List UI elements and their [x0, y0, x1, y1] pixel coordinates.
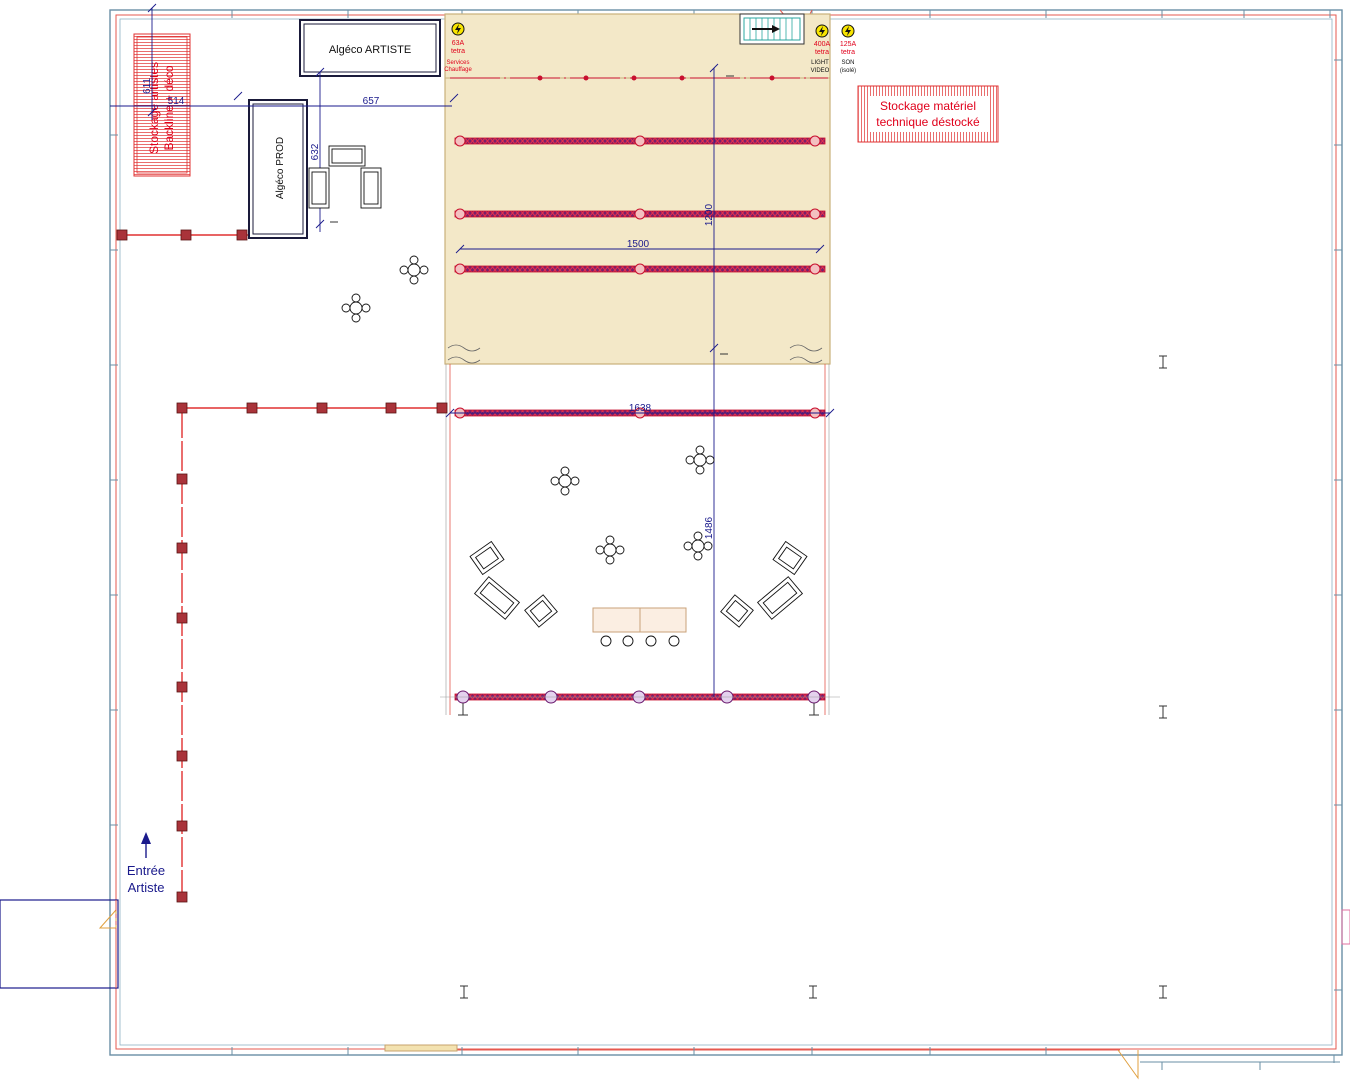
- storage-artists-line1: Stockage artistes: [147, 62, 161, 154]
- power-63a-type: tetra: [451, 48, 465, 55]
- dim-632: 632: [310, 143, 321, 160]
- stage: [444, 13, 831, 715]
- dimension-lines: [110, 3, 835, 697]
- algeco-artiste: [299, 19, 441, 77]
- truss-row-3: [454, 208, 826, 220]
- lounge-sofa-icon: [308, 145, 808, 628]
- power-125a-use1: SON: [841, 60, 854, 66]
- stairs: [739, 13, 805, 45]
- storage-artists: [133, 33, 191, 177]
- power-400a-amp: 400A: [814, 41, 831, 48]
- power-125a-amp: 125A: [840, 41, 857, 48]
- algeco-prod-label: Algéco PROD: [275, 137, 286, 199]
- truss-row-6: [440, 690, 840, 716]
- truss-row-1: [450, 75, 828, 81]
- truss-row-2: [454, 135, 826, 147]
- dim-1200: 1200: [704, 203, 715, 226]
- power-400a-use1: LIGHT: [811, 60, 829, 66]
- entrance-arrow-icon: [141, 832, 151, 858]
- storage-technical: [857, 85, 999, 143]
- entrance-label-line2: Artiste: [128, 880, 165, 895]
- dim-657: 657: [363, 96, 380, 107]
- power-125a-use2: (isolé): [840, 68, 856, 74]
- power-400a-type: tetra: [815, 49, 829, 56]
- dim-1486: 1486: [704, 516, 715, 539]
- storage-technical-line2: technique déstocké: [876, 115, 980, 129]
- power-63a-amp: 63A: [452, 40, 465, 47]
- power-125a-icon: [841, 24, 855, 38]
- entrance-label-line1: Entrée: [127, 863, 165, 878]
- power-63a-icon: [451, 22, 465, 36]
- algeco-prod: [248, 99, 308, 239]
- truss-row-4: [454, 263, 826, 275]
- storage-technical-line1: Stockage matériel: [880, 99, 976, 113]
- power-63a-use1: Services: [446, 60, 469, 66]
- dim-514: 514: [168, 96, 185, 107]
- dim-611: 611: [142, 78, 153, 94]
- column-markers: [330, 75, 1167, 999]
- entrance-annex: [0, 899, 119, 990]
- table-with-chairs-icon: [341, 255, 715, 565]
- barrier-fence: [116, 229, 448, 903]
- dim-1500: 1500: [627, 239, 650, 250]
- algeco-artiste-label: Algéco ARTISTE: [329, 44, 411, 56]
- bar-counter-icon: [592, 607, 687, 647]
- power-63a-use2: Chauffage: [444, 67, 472, 73]
- storage-artists-line2: Backline + déco: [162, 65, 176, 150]
- power-400a-use2: VIDEO: [811, 68, 830, 74]
- dim-1638: 1638: [629, 403, 652, 414]
- power-400a-icon: [815, 24, 829, 38]
- power-125a-type: tetra: [841, 49, 855, 56]
